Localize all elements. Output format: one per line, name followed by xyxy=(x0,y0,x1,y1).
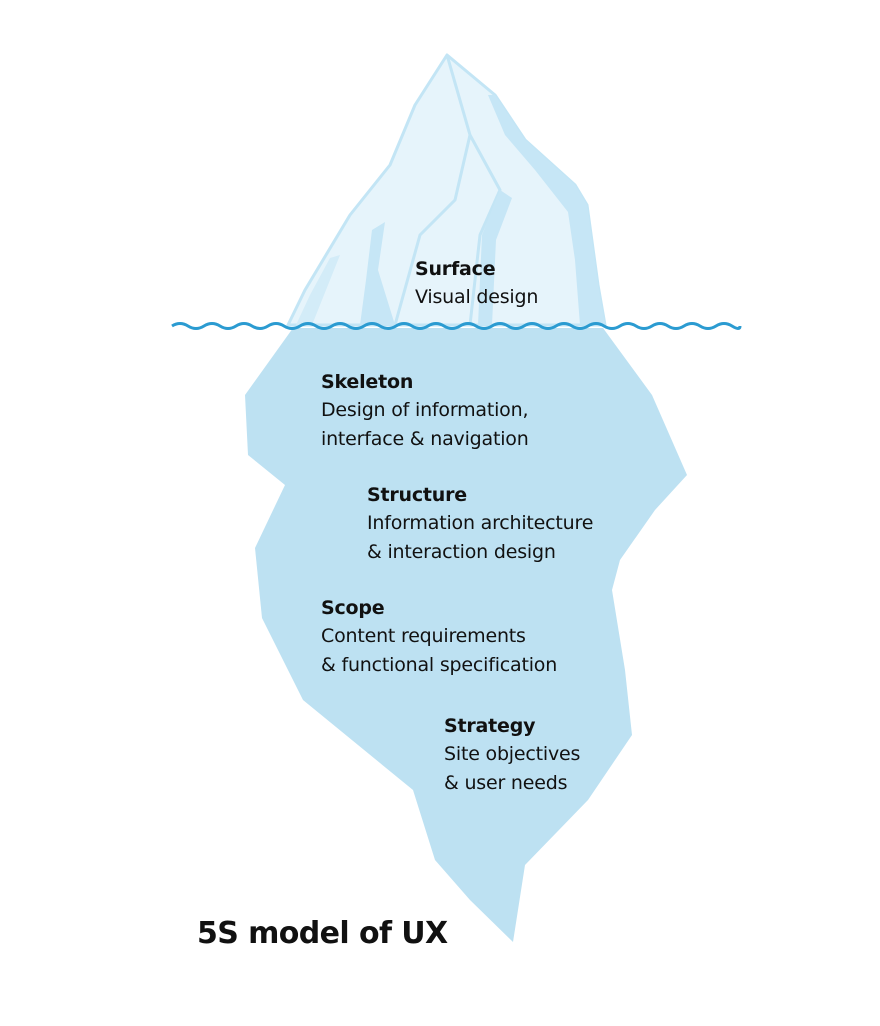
water-line xyxy=(171,322,742,330)
iceberg-tip-shade-mid xyxy=(478,190,512,325)
iceberg-tip-facet-left xyxy=(393,54,472,326)
layer-scope-title: Scope xyxy=(321,597,385,619)
iceberg-submerged-body xyxy=(245,328,687,942)
layer-structure: Structure Information architecture & int… xyxy=(367,481,593,567)
layer-scope-desc-line-2: & functional specification xyxy=(321,654,558,676)
iceberg-tip-facet-center xyxy=(468,134,502,326)
iceberg-tip-shade-right xyxy=(488,95,605,325)
iceberg-tip-shade-left xyxy=(360,222,395,325)
layer-scope-desc-line-1: Content requirements xyxy=(321,625,526,647)
layer-skeleton-desc-line-1: Design of information, xyxy=(321,399,529,421)
layer-strategy-desc-line-1: Site objectives xyxy=(444,743,581,765)
layer-strategy-title: Strategy xyxy=(444,715,536,737)
diagram-title: 5S model of UX xyxy=(197,916,448,951)
layer-strategy-desc-line-2: & user needs xyxy=(444,772,568,794)
layer-scope: Scope Content requirements & functional … xyxy=(321,594,557,680)
layer-skeleton: Skeleton Design of information, interfac… xyxy=(321,368,529,454)
layer-surface: Surface Visual design xyxy=(415,255,538,312)
layer-structure-desc-line-1: Information architecture xyxy=(367,512,594,534)
layer-structure-title: Structure xyxy=(367,484,467,506)
layer-surface-desc-line-1: Visual design xyxy=(415,286,539,308)
iceberg-tip xyxy=(286,53,607,327)
iceberg-tip-shade-far-left xyxy=(296,255,340,325)
layer-structure-desc-line-2: & interaction design xyxy=(367,541,556,563)
layer-skeleton-title: Skeleton xyxy=(321,371,414,393)
layer-skeleton-desc-line-2: interface & navigation xyxy=(321,428,529,450)
layer-strategy: Strategy Site objectives & user needs xyxy=(444,712,580,798)
layer-surface-title: Surface xyxy=(415,258,496,280)
